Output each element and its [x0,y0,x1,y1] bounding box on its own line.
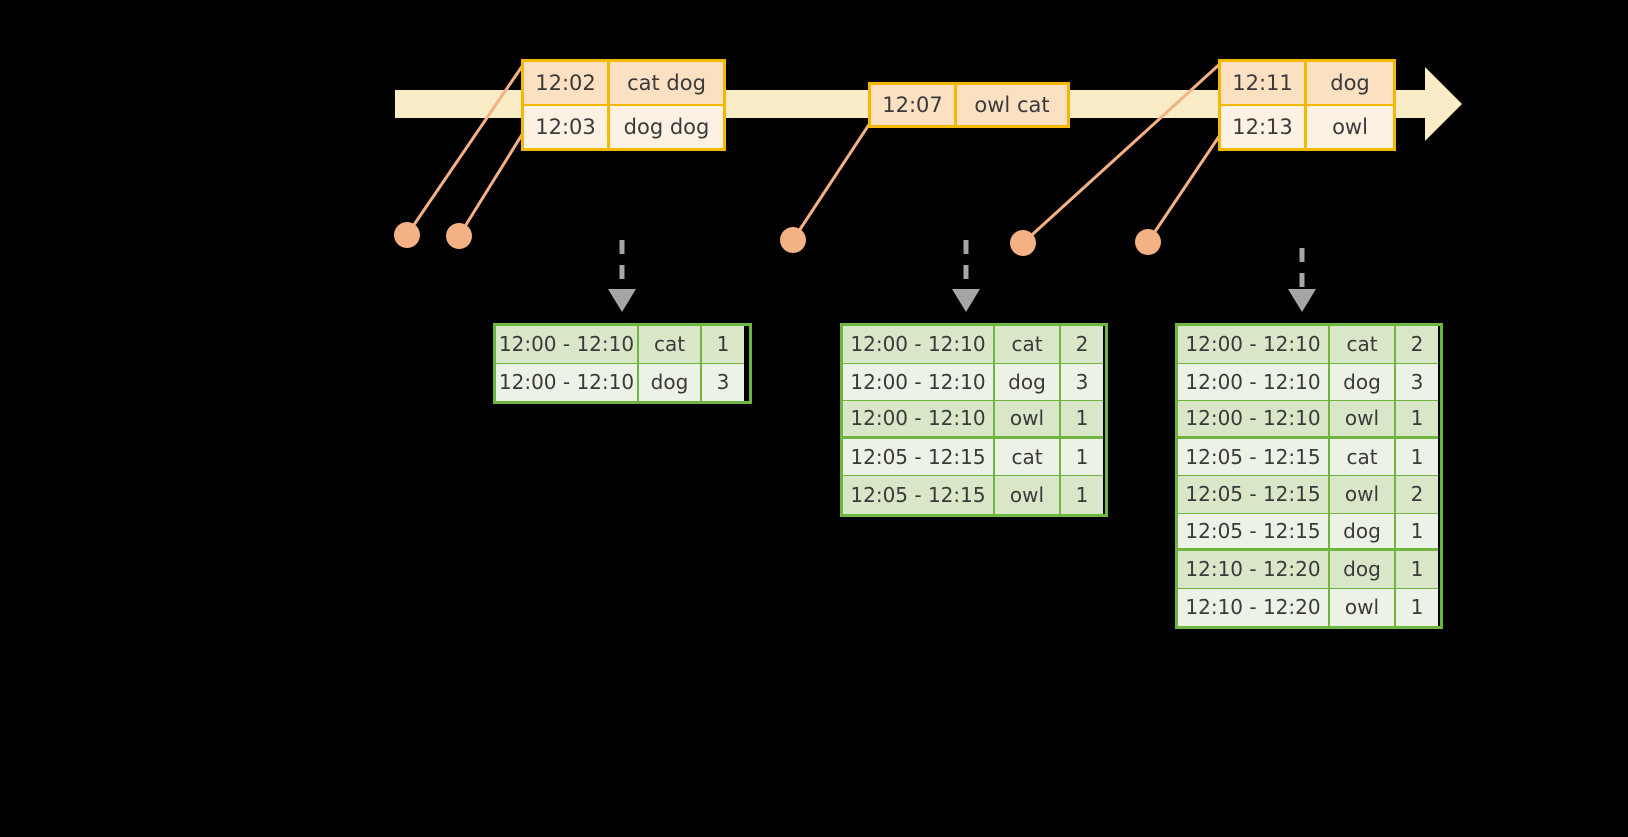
cell-count: 3 [1061,363,1103,401]
event-time: 12:07 [871,85,957,125]
cell-count: 1 [1396,438,1438,476]
cell-word: dog [1330,551,1396,589]
cell-window: 12:10 - 12:20 [1178,551,1330,589]
event-words: dog [1307,62,1393,104]
dashed-arrow-head-3 [1288,289,1316,312]
event-time: 12:02 [524,62,610,104]
event-time: 12:13 [1221,106,1307,148]
cell-word: owl [995,476,1061,514]
cell-window: 12:00 - 12:10 [496,326,639,364]
cell-count: 2 [1061,326,1103,364]
event-row[interactable]: 12:03 dog dog [524,104,723,148]
connector-line-1203 [457,132,525,237]
connector-line-1213 [1146,131,1224,243]
dot-1207 [780,227,806,253]
cell-count: 1 [1061,401,1103,439]
cell-window: 12:05 - 12:15 [1178,438,1330,476]
cell-window: 12:05 - 12:15 [1178,513,1330,551]
cell-word: cat [995,326,1061,364]
cell-count: 1 [702,326,744,364]
cell-window: 12:05 - 12:15 [1178,476,1330,514]
connector-line-1202 [405,61,527,236]
cell-count: 1 [1061,476,1103,514]
dashed-arrow-head-1 [608,289,636,312]
cell-count: 3 [1396,363,1438,401]
event-row[interactable]: 12:02 cat dog [524,62,723,104]
cell-count: 2 [1396,476,1438,514]
cell-window: 12:05 - 12:15 [843,476,995,514]
cell-count: 1 [1396,513,1438,551]
event-row[interactable]: 12:13 owl [1221,104,1393,148]
event-words: cat dog [610,62,723,104]
cell-word: owl [1330,401,1396,439]
cell-window: 12:05 - 12:15 [843,438,995,476]
cell-window: 12:00 - 12:10 [1178,401,1330,439]
cell-word: cat [995,438,1061,476]
cell-word: cat [1330,326,1396,364]
cell-count: 2 [1396,326,1438,364]
cell-word: owl [995,401,1061,439]
event-time: 12:11 [1221,62,1307,104]
cell-word: dog [1330,363,1396,401]
cell-count: 1 [1396,588,1438,626]
cell-word: owl [1330,588,1396,626]
cell-window: 12:00 - 12:10 [1178,363,1330,401]
cell-count: 1 [1396,401,1438,439]
dot-1213 [1135,229,1161,255]
event-time: 12:03 [524,106,610,148]
cell-word: cat [639,326,702,364]
cell-window: 12:00 - 12:10 [496,363,639,401]
event-group-1[interactable]: 12:02 cat dog 12:03 dog dog [521,59,726,151]
cell-word: owl [1330,476,1396,514]
event-words: owl cat [957,85,1067,125]
cell-count: 1 [1061,438,1103,476]
cell-word: dog [995,363,1061,401]
cell-window: 12:00 - 12:10 [843,326,995,364]
event-words: dog dog [610,106,723,148]
event-row[interactable]: 12:11 dog [1221,62,1393,104]
cell-window: 12:00 - 12:10 [843,363,995,401]
event-group-3[interactable]: 12:11 dog 12:13 owl [1218,59,1396,151]
cell-count: 3 [702,363,744,401]
cell-count: 1 [1396,551,1438,589]
event-row[interactable]: 12:07 owl cat [871,85,1067,125]
event-words: owl [1307,106,1393,148]
dashed-arrow-head-2 [952,289,980,312]
cell-word: dog [639,363,702,401]
cell-word: cat [1330,438,1396,476]
dot-1211 [1010,230,1036,256]
dot-1202 [394,222,420,248]
cell-window: 12:00 - 12:10 [843,401,995,439]
connector-line-1207 [791,119,874,241]
event-group-2[interactable]: 12:07 owl cat [868,82,1070,128]
cell-window: 12:00 - 12:10 [1178,326,1330,364]
cell-window: 12:10 - 12:20 [1178,588,1330,626]
cell-word: dog [1330,513,1396,551]
dot-1203 [446,223,472,249]
